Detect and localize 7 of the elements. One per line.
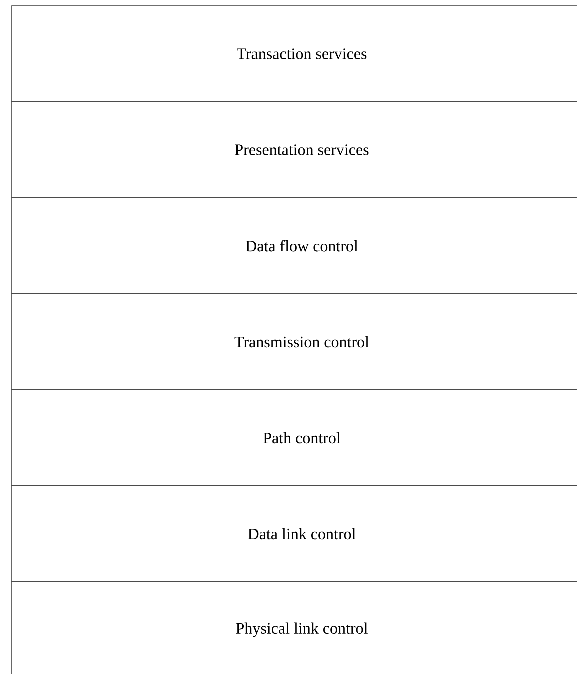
layer-box: Presentation services <box>12 102 577 198</box>
layer-box: Data flow control <box>12 198 577 294</box>
layer-box: Path control <box>12 390 577 486</box>
layer-box: Transmission control <box>12 294 577 390</box>
layer-box: Transaction services <box>12 6 577 102</box>
layer-box: Data link control <box>12 486 577 582</box>
layer-box: Physical link control <box>12 582 577 674</box>
